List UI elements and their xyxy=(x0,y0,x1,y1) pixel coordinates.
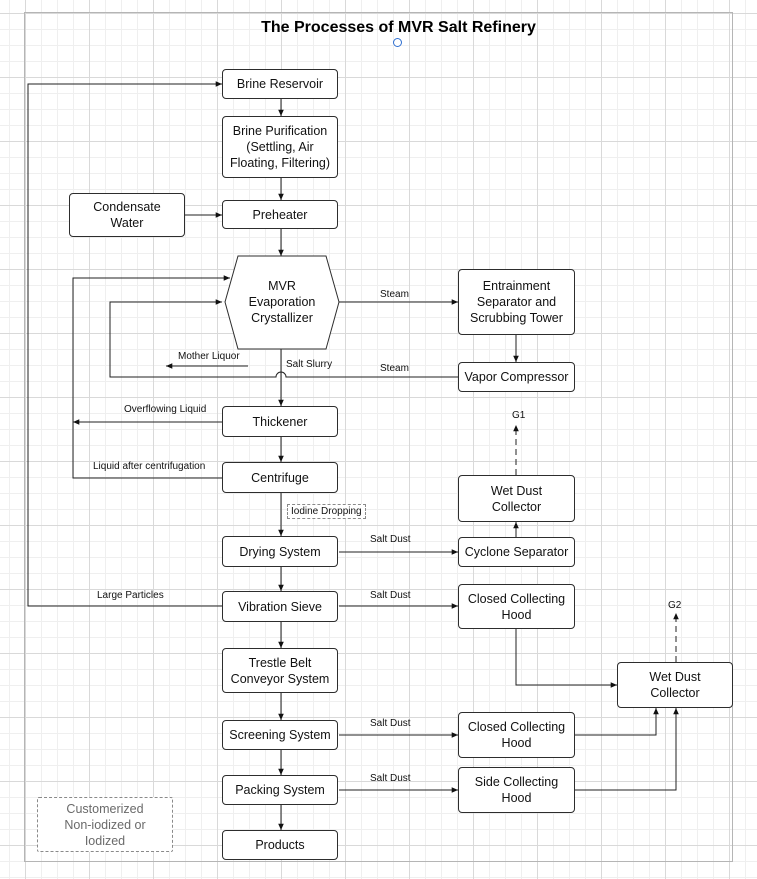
preheater-node: Preheater xyxy=(222,200,338,229)
connection-anchor-icon xyxy=(393,38,402,47)
edge-liquid-after-centrifugation xyxy=(72,275,230,479)
closed-collecting-hood-1-node: Closed Collecting Hood xyxy=(458,584,575,629)
label-salt-dust-drying: Salt Dust xyxy=(370,534,411,545)
screening-system-node: Screening System xyxy=(222,720,338,750)
diagram-frame xyxy=(24,12,733,862)
label-large-particles: Large Particles xyxy=(97,590,164,601)
label-g2: G2 xyxy=(668,600,682,611)
products-node: Products xyxy=(222,830,338,860)
label-iodine-dropping: Iodine Dropping xyxy=(287,504,366,519)
entrainment-separator-node: Entrainment Separator and Scrubbing Towe… xyxy=(458,269,575,335)
closed-collecting-hood-2-node: Closed Collecting Hood xyxy=(458,712,575,758)
vibration-sieve-node: Vibration Sieve xyxy=(222,591,338,622)
customized-note: Customerized Non-iodized or Iodized xyxy=(37,797,173,852)
edge-steam-return xyxy=(109,299,458,378)
label-salt-dust-screening: Salt Dust xyxy=(370,718,411,729)
condensate-water-node: Condensate Water xyxy=(69,193,185,237)
label-mother-liquor: Mother Liquor xyxy=(178,351,240,362)
vapor-compressor-node: Vapor Compressor xyxy=(458,362,575,392)
cyclone-separator-node: Cyclone Separator xyxy=(458,537,575,567)
label-g1: G1 xyxy=(512,410,526,421)
label-salt-slurry: Salt Slurry xyxy=(286,359,333,370)
centrifuge-node: Centrifuge xyxy=(222,462,338,493)
wet-dust-collector-1-node: Wet Dust Collector xyxy=(458,475,575,522)
thickener-node: Thickener xyxy=(222,406,338,437)
label-liquid-after-centrifugation: Liquid after centrifugation xyxy=(93,461,206,472)
edge-sidehood-wetdust2 xyxy=(575,708,679,791)
edge-hood1-wetdust2 xyxy=(515,629,617,688)
label-steam-top: Steam xyxy=(380,289,409,300)
label-overflowing-liquid: Overflowing Liquid xyxy=(124,404,207,415)
mvr-crystallizer-node: MVR Evaporation Crystallizer xyxy=(248,279,316,325)
label-steam-return: Steam xyxy=(380,363,409,374)
edge-hood2-wetdust2 xyxy=(575,708,659,736)
packing-system-node: Packing System xyxy=(222,775,338,805)
drying-system-node: Drying System xyxy=(222,536,338,567)
brine-purification-node: Brine Purification (Settling, Air Floati… xyxy=(222,116,338,178)
side-collecting-hood-node: Side Collecting Hood xyxy=(458,767,575,813)
wet-dust-collector-2-node: Wet Dust Collector xyxy=(617,662,733,708)
label-salt-dust-packing: Salt Dust xyxy=(370,773,411,784)
brine-reservoir-node: Brine Reservoir xyxy=(222,69,338,99)
trestle-belt-conveyor-node: Trestle Belt Conveyor System xyxy=(222,648,338,693)
diagram-title: The Processes of MVR Salt Refinery xyxy=(261,19,536,36)
mvr-crystallizer-shape xyxy=(224,255,340,350)
label-salt-dust-sieve: Salt Dust xyxy=(370,590,411,601)
edge-large-particles xyxy=(27,81,222,607)
